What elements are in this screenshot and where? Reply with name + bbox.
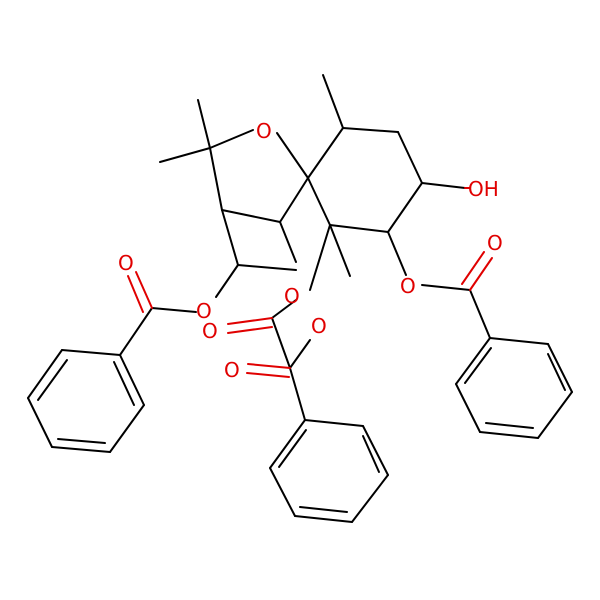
- bond: [304, 419, 364, 427]
- bond: [397, 131, 423, 184]
- bond: [119, 354, 145, 406]
- atom-label-o-hydroxyl: OH: [468, 177, 499, 201]
- bond-carbonyl-mid1: [227, 317, 273, 325]
- bond: [322, 74, 344, 129]
- bond: [109, 404, 145, 453]
- bond: [362, 435, 380, 473]
- atom-label-o-carbonyl-right: O: [487, 231, 503, 255]
- bond: [294, 515, 353, 523]
- bond: [489, 337, 549, 345]
- bond-carbonyl-mid2: [247, 363, 291, 369]
- oxygen-bonds: [127, 187, 493, 378]
- bond: [61, 349, 121, 356]
- bond: [421, 284, 471, 291]
- bond: [276, 132, 309, 179]
- bond: [197, 99, 211, 149]
- bond: [307, 177, 331, 226]
- bond: [547, 343, 573, 393]
- bond: [37, 359, 68, 401]
- bond: [351, 474, 389, 523]
- bond: [221, 209, 281, 223]
- atom-label-o-ester-mid: O: [284, 284, 300, 308]
- bond: [278, 429, 307, 468]
- bond-carbonyl-right: [461, 251, 485, 285]
- bond: [421, 182, 466, 189]
- bond: [27, 349, 63, 399]
- bond: [51, 446, 111, 453]
- bond-carbonyl-left: [135, 271, 153, 309]
- bond: [237, 264, 297, 271]
- bond: [279, 221, 297, 263]
- bond: [342, 127, 399, 133]
- bond-carbonyl-right: [469, 257, 493, 291]
- bond: [329, 224, 389, 233]
- bond: [119, 307, 153, 356]
- bond: [279, 177, 309, 223]
- bond: [289, 339, 311, 369]
- bond: [221, 209, 239, 266]
- bond-carbonyl-left: [127, 275, 144, 313]
- atom-label-o-ester-left: O: [196, 299, 212, 323]
- bond: [269, 467, 296, 517]
- bond: [271, 299, 297, 319]
- bond: [362, 425, 389, 476]
- bond: [159, 147, 211, 163]
- atom-label-o-ester-right: O: [400, 274, 416, 298]
- atom-labels: O OH O O O O O O O O: [118, 119, 503, 382]
- bond: [215, 264, 239, 298]
- bond: [387, 182, 423, 233]
- bond: [209, 129, 254, 149]
- bond: [455, 383, 481, 433]
- bond-carbonyl-mid1: [227, 326, 273, 334]
- bond: [479, 431, 539, 439]
- bond: [547, 353, 566, 391]
- bond: [537, 391, 573, 439]
- bond: [469, 289, 491, 339]
- bond: [309, 224, 331, 291]
- bond: [485, 422, 534, 429]
- bond: [455, 337, 491, 385]
- atom-label-o-carbonyl-left: O: [118, 251, 134, 275]
- bond: [113, 361, 135, 406]
- atom-label-o-carbonyl-mid1: O: [202, 319, 218, 343]
- atom-label-o-carbonyl-mid2: O: [224, 358, 240, 382]
- bond: [329, 224, 351, 277]
- bond: [27, 397, 53, 448]
- bond: [464, 347, 492, 384]
- bond: [269, 419, 306, 469]
- bond: [307, 127, 344, 179]
- atom-label-o-ester-mid2: O: [311, 314, 327, 338]
- bond: [387, 231, 407, 276]
- atom-label-o-ring: O: [256, 119, 272, 143]
- bond: [209, 147, 223, 211]
- bond: [57, 438, 106, 444]
- carbon-skeleton-bonds: [27, 74, 573, 523]
- bond: [151, 307, 197, 313]
- bond-carbonyl-mid2: [246, 372, 290, 378]
- bond: [299, 506, 348, 513]
- bond: [289, 367, 306, 421]
- bond: [271, 317, 291, 369]
